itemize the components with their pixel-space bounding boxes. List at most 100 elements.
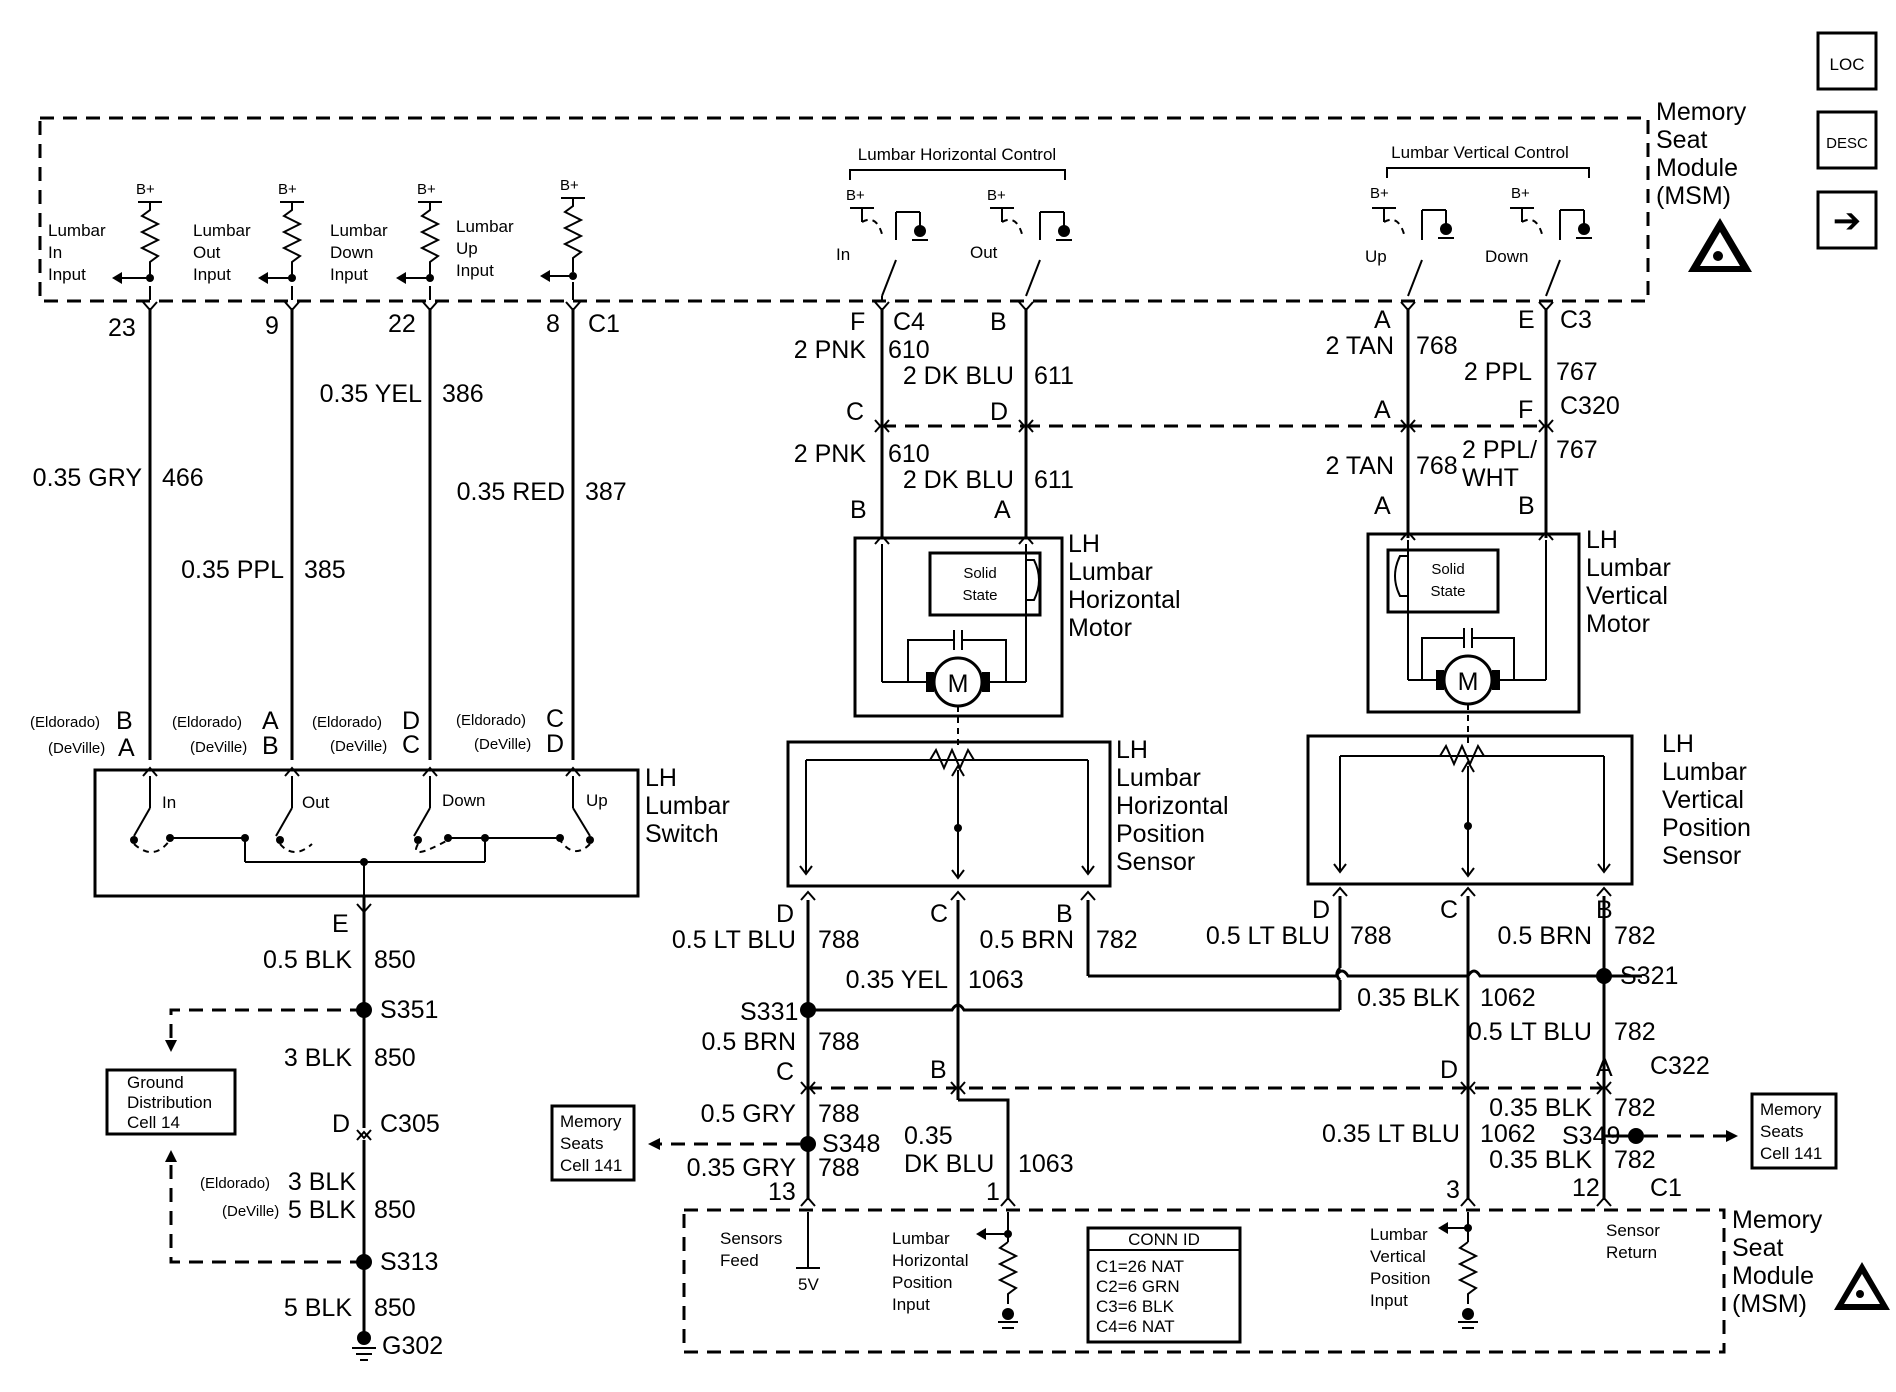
- svg-text:Down: Down: [1485, 247, 1528, 266]
- svg-text:C: C: [402, 731, 420, 759]
- horizontal-position-input-label: Lumbar Horizontal Position Input: [892, 1229, 969, 1314]
- svg-text:State: State: [962, 587, 997, 604]
- svg-text:Memory: Memory: [560, 1112, 622, 1131]
- svg-text:0.35 PPL: 0.35 PPL: [181, 556, 284, 584]
- svg-text:5 BLK: 5 BLK: [288, 1196, 356, 1224]
- pin-f-vert-mid: F: [1518, 396, 1533, 424]
- svg-text:State: State: [1430, 583, 1465, 600]
- wire-0-35-lt-blu-1062: 0.35 LT BLU 1062: [1322, 1120, 1536, 1148]
- svg-text:B+: B+: [1370, 185, 1389, 202]
- lh-lumbar-horizontal-position-sensor: LH Lumbar Horizontal Position Sensor: [786, 736, 1229, 888]
- svg-text:C4=6 NAT: C4=6 NAT: [1096, 1317, 1175, 1336]
- svg-text:(Eldorado): (Eldorado): [312, 714, 382, 731]
- horizontal-motor-wires: [874, 301, 1034, 538]
- svg-text:Sensor: Sensor: [1116, 848, 1195, 876]
- svg-text:0.35 BLK: 0.35 BLK: [1357, 984, 1460, 1012]
- svg-text:0.35 GRY: 0.35 GRY: [33, 464, 143, 492]
- loc-button[interactable]: LOC: [1816, 31, 1878, 91]
- svg-text:Horizontal: Horizontal: [892, 1251, 969, 1270]
- svg-text:D: D: [546, 730, 564, 758]
- svg-text:Up: Up: [1365, 247, 1387, 266]
- svg-text:Position: Position: [1370, 1269, 1430, 1288]
- svg-text:Motor: Motor: [1068, 614, 1132, 642]
- next-page-button[interactable]: ➔: [1816, 190, 1878, 250]
- svg-text:Lumbar: Lumbar: [48, 221, 106, 240]
- svg-text:Input: Input: [456, 261, 494, 280]
- svg-text:Cell 14: Cell 14: [127, 1113, 180, 1132]
- wire-0-35-blk-782-upper: 0.35 BLK 782: [1489, 1094, 1656, 1122]
- svg-text:Vertical: Vertical: [1662, 786, 1744, 814]
- lumbar-out-input-label: Lumbar Out Input: [193, 221, 251, 284]
- wire-0-35-gry-788-lower: 0.35 GRY 788: [687, 1154, 860, 1182]
- svg-text:12: 12: [1572, 1174, 1600, 1202]
- svg-text:Position: Position: [892, 1273, 952, 1292]
- svg-text:2 TAN: 2 TAN: [1325, 332, 1394, 360]
- svg-text:(DeVille): (DeVille): [474, 736, 531, 753]
- wire-0-5-brn-782-horiz: 0.5 BRN 782: [980, 926, 1138, 954]
- ground-path: E S351 D C305 S313 G302: [165, 896, 443, 1361]
- wire-0-35-gry-466: 0.35 GRY 466: [33, 464, 204, 492]
- splice-s331: S331: [740, 998, 798, 1026]
- svg-text:Lumbar: Lumbar: [1370, 1225, 1428, 1244]
- svg-text:C: C: [546, 705, 564, 733]
- wire-0-35-red-387: 0.35 RED 387: [457, 478, 627, 506]
- svg-text:B: B: [262, 732, 279, 760]
- wire-0-5-brn-782-vert: 0.5 BRN 782: [1498, 922, 1656, 950]
- svg-text:Cell 141: Cell 141: [1760, 1144, 1822, 1163]
- wire-0-5-lt-blu-788-horiz: 0.5 LT BLU 788: [672, 926, 860, 954]
- wire-0-5-lt-blu-788-vert: 0.5 LT BLU 788: [1206, 922, 1392, 950]
- svg-text:B+: B+: [987, 187, 1006, 204]
- pullup-resistors: [112, 197, 585, 300]
- svg-text:E: E: [1518, 306, 1535, 334]
- svg-text:2 DK BLU: 2 DK BLU: [903, 466, 1014, 494]
- svg-text:C3=6 BLK: C3=6 BLK: [1096, 1297, 1175, 1316]
- memory-seats-link-right[interactable]: Memory Seats Cell 141: [1750, 1092, 1838, 1170]
- svg-text:0.35 YEL: 0.35 YEL: [846, 966, 949, 994]
- svg-text:0.35 LT BLU: 0.35 LT BLU: [1322, 1120, 1460, 1148]
- vertical-position-input-label: Lumbar Vertical Position Input: [1370, 1225, 1430, 1310]
- svg-text:387: 387: [585, 478, 627, 506]
- pin-a-vert-motor: A: [1374, 492, 1391, 520]
- svg-text:B: B: [990, 308, 1007, 336]
- svg-text:Input: Input: [1370, 1291, 1408, 1310]
- svg-text:0.35: 0.35: [904, 1122, 953, 1150]
- svg-text:C1: C1: [588, 310, 620, 338]
- svg-text:Seat: Seat: [1656, 126, 1707, 154]
- svg-text:(DeVille): (DeVille): [48, 740, 105, 757]
- svg-text:Lumbar: Lumbar: [1662, 758, 1747, 786]
- svg-text:Down: Down: [330, 243, 373, 262]
- top-connector-pins: 23 9 22 8 C1 F C4 B A E C3: [108, 306, 1592, 342]
- pin-c-horiz: C: [846, 398, 864, 426]
- desc-button[interactable]: DESC: [1816, 110, 1878, 170]
- svg-text:In: In: [162, 793, 176, 812]
- svg-text:610: 610: [888, 440, 930, 468]
- wire-5-blk-850: 5 BLK 850: [284, 1294, 416, 1322]
- svg-text:In: In: [48, 243, 62, 262]
- wire-2-ppl-767: 2 PPL 767: [1464, 358, 1598, 386]
- svg-text:782: 782: [1096, 926, 1138, 954]
- memory-seats-link-left[interactable]: Memory Seats Cell 141: [550, 1104, 636, 1182]
- svg-text:Out: Out: [193, 243, 221, 262]
- svg-text:0.5 LT BLU: 0.5 LT BLU: [1468, 1018, 1592, 1046]
- svg-text:385: 385: [304, 556, 346, 584]
- wire-2-pnk-610-lower: 2 PNK 610: [794, 440, 930, 468]
- svg-text:3 BLK: 3 BLK: [284, 1044, 352, 1072]
- pin-a-horiz-motor: A: [994, 496, 1011, 524]
- wire-0-5-gry-788: 0.5 GRY 788: [701, 1100, 860, 1128]
- wire-2-ppl-wht-767: 2 PPL/ WHT 767: [1462, 436, 1598, 492]
- svg-text:850: 850: [374, 1294, 416, 1322]
- svg-text:1063: 1063: [1018, 1150, 1074, 1178]
- svg-text:S351: S351: [380, 996, 438, 1024]
- svg-text:9: 9: [265, 312, 279, 340]
- svg-text:Lumbar: Lumbar: [330, 221, 388, 240]
- svg-text:(MSM): (MSM): [1656, 182, 1731, 210]
- svg-text:0.5 GRY: 0.5 GRY: [701, 1100, 797, 1128]
- desc-icon: DESC: [1826, 135, 1868, 152]
- ground-distribution-link[interactable]: Ground Distribution Cell 14: [105, 1068, 237, 1136]
- svg-text:Solid: Solid: [963, 565, 996, 582]
- svg-text:Horizontal: Horizontal: [1068, 586, 1181, 614]
- svg-text:C: C: [930, 900, 948, 928]
- bplus-3: B+: [417, 181, 436, 198]
- svg-text:Horizontal: Horizontal: [1116, 792, 1229, 820]
- connector-c320: C320: [1560, 392, 1620, 420]
